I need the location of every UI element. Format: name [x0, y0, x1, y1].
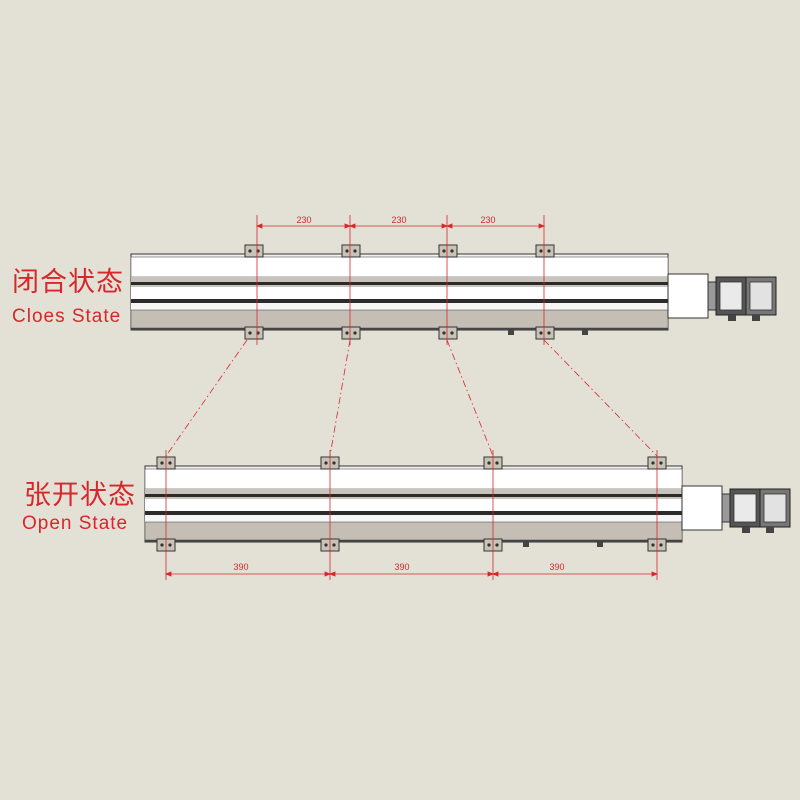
closed-spacing-label-3: 230: [480, 215, 495, 225]
open-rail: [144, 465, 683, 543]
open-under-fittings: [523, 542, 603, 547]
closed-spacing-label-1: 230: [296, 215, 311, 225]
closed-under-fittings: [508, 330, 588, 335]
closed-state-label-en: Cloes State: [12, 306, 122, 327]
open-spacing-label-2: 390: [394, 562, 409, 572]
closed-rail: [130, 253, 669, 331]
open-centerlines: [165, 450, 658, 580]
transition-lines: [165, 339, 658, 457]
closed-state-label-cn: 闭合状态: [12, 267, 124, 298]
closed-dimension-line: [255, 223, 546, 229]
closed-spacing-label-2: 230: [391, 215, 406, 225]
open-spacing-label-3: 390: [549, 562, 564, 572]
open-dimension-line: [164, 571, 659, 577]
open-state-label-cn: 张开状态: [24, 480, 136, 511]
open-spacing-label-1: 390: [233, 562, 248, 572]
closed-centerlines: [256, 215, 545, 345]
closed-motor: [667, 273, 777, 322]
open-motor: [681, 485, 791, 534]
open-state-label-en: Open State: [22, 513, 129, 534]
